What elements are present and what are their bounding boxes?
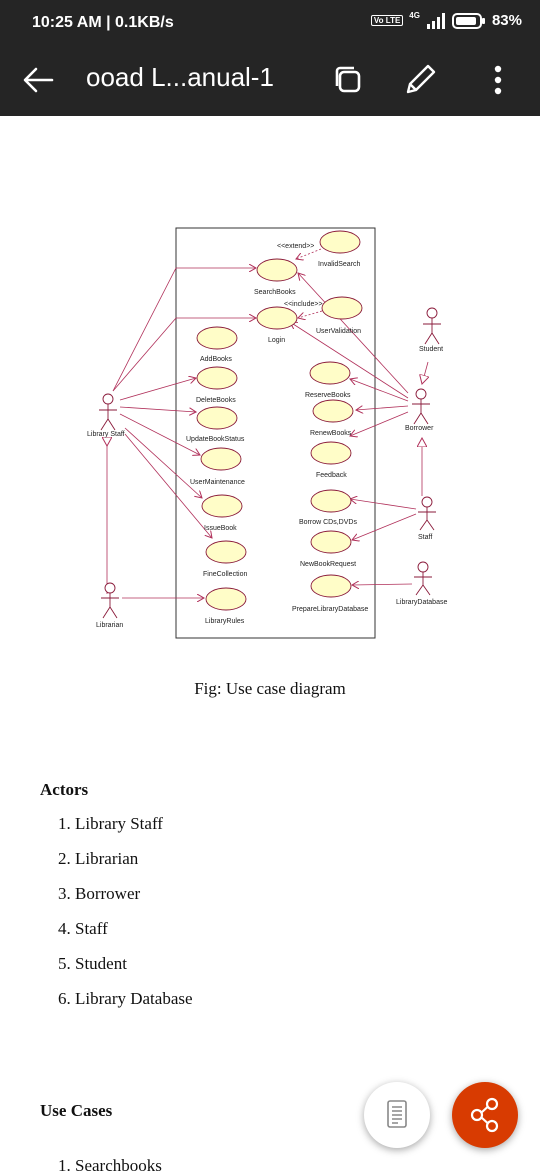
- share-icon: [470, 1097, 499, 1133]
- battery-icon: [451, 12, 485, 29]
- status-bar: 10:25 AM | 0.1KB/s Vo LTE 4G 83%: [0, 0, 540, 48]
- label-actor-borrower: Borrower: [405, 425, 434, 432]
- actor-list-item: 5. Student: [58, 954, 127, 973]
- battery-level: 83%: [491, 12, 522, 29]
- label-update-book-status: UpdateBookStatus: [186, 436, 245, 443]
- label-user-maintenance: UserMaintenance: [190, 479, 245, 486]
- label-actor-library-database: LibraryDatabase: [396, 599, 447, 606]
- copy-icon[interactable]: [330, 62, 366, 98]
- use-case-issue-book: [201, 494, 243, 518]
- use-case-invalid-search: [319, 230, 361, 254]
- status-time: 10:25 AM | 0.1KB/s: [32, 14, 174, 31]
- actor-borrower-figure: [412, 388, 430, 425]
- label-delete-books: DeleteBooks: [196, 397, 236, 404]
- use-case-reserve-books: [309, 361, 351, 385]
- use-cases-heading: Use Cases: [40, 1101, 113, 1120]
- label-invalid-search: InvalidSearch: [318, 261, 361, 268]
- reading-mode-icon: [387, 1100, 407, 1128]
- label-feedback: Feedback: [316, 472, 347, 479]
- actor-library-staff-figure: [99, 393, 117, 431]
- actor-student-figure: [423, 307, 441, 345]
- label-add-books: AddBooks: [200, 356, 232, 363]
- figure-caption: Fig: Use case diagram: [194, 679, 346, 698]
- label-prepare-library-database: PrepareLibraryDatabase: [292, 606, 368, 613]
- label-fine-collection: FineCollection: [203, 571, 247, 578]
- app-bar: ooad L...anual-1: [0, 48, 540, 116]
- use-case-delete-books: [196, 366, 238, 390]
- more-options-icon[interactable]: [480, 62, 516, 98]
- label-actor-staff: Staff: [418, 534, 432, 541]
- actors-heading: Actors: [40, 780, 89, 799]
- use-case-user-validation: [321, 296, 363, 320]
- label-reserve-books: ReserveBooks: [305, 392, 351, 399]
- actor-list-item: 6. Library Database: [58, 989, 193, 1008]
- use-case-search-books: [256, 258, 298, 282]
- label-user-validation: UserValidation: [316, 328, 361, 335]
- edit-pencil-icon[interactable]: [402, 62, 438, 98]
- actor-list-item: 3. Borrower: [58, 884, 141, 903]
- label-actor-librarian: Librarian: [96, 622, 123, 629]
- use-case-login: [256, 306, 298, 330]
- use-case-library-rules: [205, 587, 247, 611]
- document-title: ooad L...anual-1: [86, 62, 274, 92]
- associations: [107, 248, 428, 598]
- use-case-add-books: [196, 326, 238, 350]
- use-case-prepare-library-database: [310, 574, 352, 598]
- actor-staff-figure: [418, 496, 436, 531]
- use-case-new-book-request: [310, 530, 352, 554]
- label-renew-books: RenewBooks: [310, 430, 352, 437]
- actor-list-item: 4. Staff: [58, 919, 108, 938]
- actor-librarian-figure: [101, 582, 119, 619]
- use-case-fine-collection: [205, 540, 247, 564]
- reading-mode-button[interactable]: [364, 1082, 430, 1148]
- system-boundary: [175, 227, 376, 639]
- include-label: <<include>>: [284, 301, 323, 308]
- use-case-renew-books: [312, 399, 354, 423]
- extend-label: <<extend>>: [277, 243, 314, 250]
- label-borrow-cds: Borrow CDs,DVDs: [299, 519, 357, 526]
- actor-list-item: 2. Librarian: [58, 849, 139, 868]
- use-case-ellipses: [196, 230, 363, 611]
- actor-list-item: 1. Library Staff: [58, 814, 163, 833]
- actor-library-database-figure: [414, 561, 432, 596]
- use-case-borrow-cds: [310, 489, 352, 513]
- signal-icon: [426, 12, 445, 29]
- label-login: Login: [268, 337, 285, 344]
- volte-icon: Vo LTE: [370, 15, 404, 26]
- use-case-user-maintenance: [200, 447, 242, 471]
- label-actor-library-staff: Library Staff: [87, 431, 125, 438]
- label-new-book-request: NewBookRequest: [300, 561, 356, 568]
- use-case-list-item: 1. Searchbooks: [58, 1156, 162, 1175]
- network-type: 4G: [409, 11, 420, 20]
- back-arrow-icon[interactable]: [20, 62, 56, 98]
- label-issue-book: IssueBook: [204, 525, 237, 532]
- use-case-update-book-status: [196, 406, 238, 430]
- status-indicators: Vo LTE 4G 83%: [370, 11, 522, 29]
- label-search-books: SearchBooks: [254, 289, 296, 296]
- use-case-diagram: <<extend>> InvalidSearch SearchBooks <<i…: [87, 227, 447, 639]
- share-button[interactable]: [452, 1082, 518, 1148]
- label-actor-student: Student: [419, 346, 443, 353]
- document-page[interactable]: <<extend>> InvalidSearch SearchBooks <<i…: [0, 116, 540, 1175]
- use-case-feedback: [310, 441, 352, 465]
- label-library-rules: LibraryRules: [205, 618, 245, 625]
